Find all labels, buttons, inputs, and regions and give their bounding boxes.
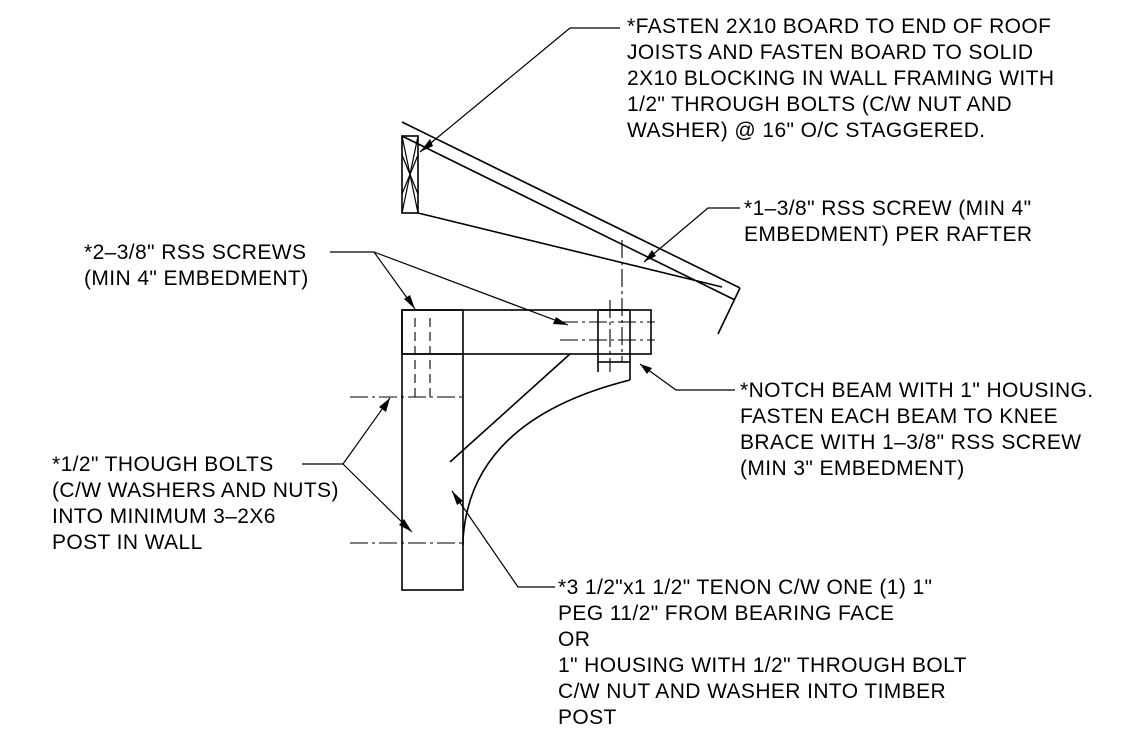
note-tenon: *3 1/2"x1 1/2" TENON C/W ONE (1) 1" PEG … (558, 575, 967, 731)
note-line: *3 1/2"x1 1/2" TENON C/W ONE (1) 1" (558, 576, 933, 599)
note-line: (MIN 3" EMBEDMENT) (740, 457, 965, 480)
note-line: 1" HOUSING WITH 1/2" THROUGH BOLT (558, 654, 967, 677)
timber-post (401, 309, 464, 591)
fascia-board-2x10 (401, 135, 419, 214)
note-line: *FASTEN 2X10 BOARD TO END OF ROOF (627, 15, 1052, 38)
note-rss-screw-rafter: *1–3/8" RSS SCREW (MIN 4" EMBEDMENT) PER… (744, 196, 1032, 248)
note-line: 2X10 BLOCKING IN WALL FRAMING WITH (627, 67, 1055, 90)
note-line: JOISTS AND FASTEN BOARD TO SOLID (627, 41, 1034, 64)
note-line: POST IN WALL (52, 531, 203, 554)
note-line: INTO MINIMUM 3–2X6 (52, 505, 276, 528)
note-line: *1/2" THOUGH BOLTS (52, 453, 274, 476)
note-line: BRACE WITH 1–3/8" RSS SCREW (740, 431, 1082, 454)
leader-lines (302, 27, 740, 588)
note-through-bolts: *1/2" THOUGH BOLTS (C/W WASHERS AND NUTS… (52, 452, 339, 556)
note-line: FASTEN EACH BEAM TO KNEE (740, 405, 1059, 428)
knee-brace (449, 353, 631, 545)
note-line: (MIN 4" EMBEDMENT) (84, 267, 309, 290)
note-line: WASHER) @ 16" O/C STAGGERED. (627, 119, 986, 142)
note-notch-beam: *NOTCH BEAM WITH 1" HOUSING. FASTEN EACH… (740, 378, 1094, 482)
note-line: *1–3/8" RSS SCREW (MIN 4" (744, 197, 1032, 220)
through-bolt-lines (350, 396, 463, 544)
note-line: PEG 11/2" FROM BEARING FACE (558, 602, 895, 625)
note-line: (C/W WASHERS AND NUTS) (52, 479, 339, 502)
note-line: *NOTCH BEAM WITH 1" HOUSING. (740, 379, 1094, 402)
note-line: EMBEDMENT) PER RAFTER (744, 223, 1033, 246)
note-line: C/W NUT AND WASHER INTO TIMBER (558, 680, 947, 703)
note-fasten-board: *FASTEN 2X10 BOARD TO END OF ROOF JOISTS… (627, 14, 1054, 144)
note-line: 1/2" THROUGH BOLTS (C/W NUT AND (627, 93, 1013, 116)
note-line: POST (558, 706, 617, 729)
note-rss-screws-two: *2–3/8" RSS SCREWS (MIN 4" EMBEDMENT) (84, 240, 309, 292)
roof-rafter (401, 121, 741, 335)
note-line: OR (558, 628, 591, 651)
note-line: *2–3/8" RSS SCREWS (84, 241, 307, 264)
